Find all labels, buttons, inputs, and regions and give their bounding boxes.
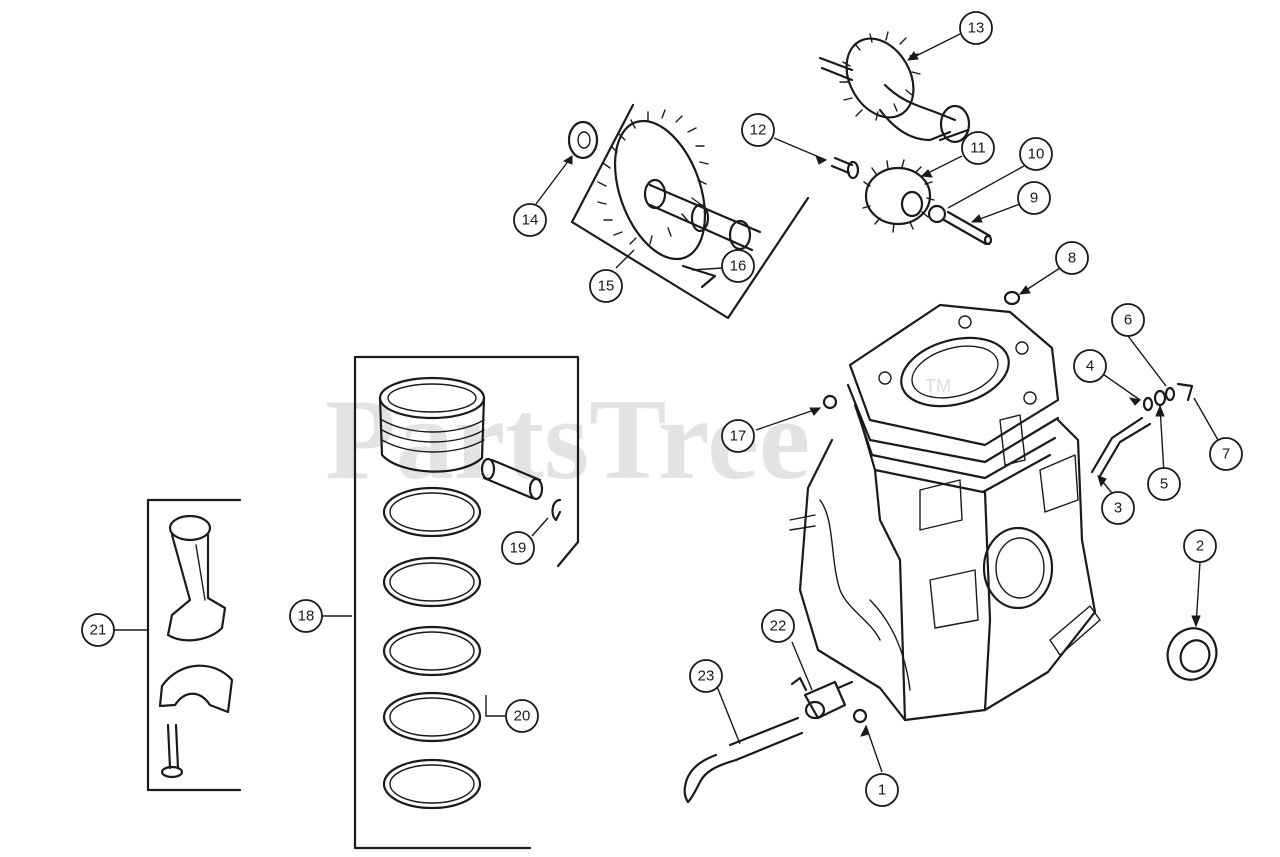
callout-20[interactable]: 20 (505, 699, 539, 733)
engine-block (789, 303, 1101, 722)
callout-label: 12 (750, 122, 767, 139)
callout-2[interactable]: 2 (1183, 529, 1217, 563)
callout-12[interactable]: 12 (741, 113, 775, 147)
callout-4[interactable]: 4 (1073, 349, 1107, 383)
callout-16[interactable]: 16 (721, 249, 755, 283)
callout-15[interactable]: 15 (589, 269, 623, 303)
callout-7[interactable]: 7 (1209, 437, 1243, 471)
camshaft-assembly (570, 103, 810, 320)
leader-lines (114, 33, 1219, 773)
plug-8 (1003, 290, 1021, 306)
plug-17 (822, 394, 838, 410)
washer-14 (567, 120, 599, 160)
callout-21[interactable]: 21 (81, 613, 115, 647)
callout-label: 1 (878, 782, 886, 799)
watermark-tm: TM (925, 376, 951, 396)
callout-label: 4 (1086, 358, 1094, 375)
callouts: 1 2 3 4 5 6 7 8 9 10 11 12 13 14 15 16 1… (81, 11, 1243, 807)
callout-22[interactable]: 22 (761, 609, 795, 643)
governor-gear-group (830, 156, 993, 246)
callout-13[interactable]: 13 (959, 11, 993, 45)
callout-label: 17 (730, 428, 747, 445)
callout-label: 8 (1068, 250, 1076, 267)
callout-5[interactable]: 5 (1147, 467, 1181, 501)
callout-label: 6 (1124, 312, 1132, 329)
governor-shaft-group (1090, 382, 1194, 478)
callout-label: 16 (730, 258, 747, 275)
callout-label: 19 (510, 540, 527, 557)
callout-17[interactable]: 17 (721, 419, 755, 453)
piston-kit (353, 355, 580, 850)
callout-label: 23 (698, 668, 715, 685)
callout-label: 9 (1030, 190, 1038, 207)
callout-19[interactable]: 19 (501, 531, 535, 565)
callout-label: 3 (1114, 500, 1122, 517)
callout-11[interactable]: 11 (961, 131, 995, 165)
callout-1[interactable]: 1 (865, 773, 899, 807)
connecting-rod (146, 498, 242, 792)
watermark: PartsTree TM (325, 376, 951, 504)
callout-label: 20 (514, 708, 531, 725)
callout-8[interactable]: 8 (1055, 241, 1089, 275)
drain-group (683, 676, 868, 804)
callout-label: 18 (298, 608, 315, 625)
oil-seal-2 (1166, 627, 1218, 681)
callout-label: 22 (770, 618, 787, 635)
callout-label: 15 (598, 278, 615, 295)
callout-label: 5 (1160, 476, 1168, 493)
callout-18[interactable]: 18 (289, 599, 323, 633)
callout-label: 14 (522, 212, 539, 229)
callout-label: 13 (968, 20, 985, 37)
crankshaft (818, 31, 971, 144)
callout-label: 11 (970, 140, 986, 157)
callout-label: 7 (1222, 446, 1230, 463)
callout-label: 10 (1028, 146, 1045, 163)
callout-label: 21 (90, 622, 107, 639)
callout-23[interactable]: 23 (689, 659, 723, 693)
callout-9[interactable]: 9 (1017, 181, 1051, 215)
callout-10[interactable]: 10 (1019, 137, 1053, 171)
callout-3[interactable]: 3 (1101, 491, 1135, 525)
callout-14[interactable]: 14 (513, 203, 547, 237)
callout-label: 2 (1196, 538, 1204, 555)
callout-6[interactable]: 6 (1111, 303, 1145, 337)
